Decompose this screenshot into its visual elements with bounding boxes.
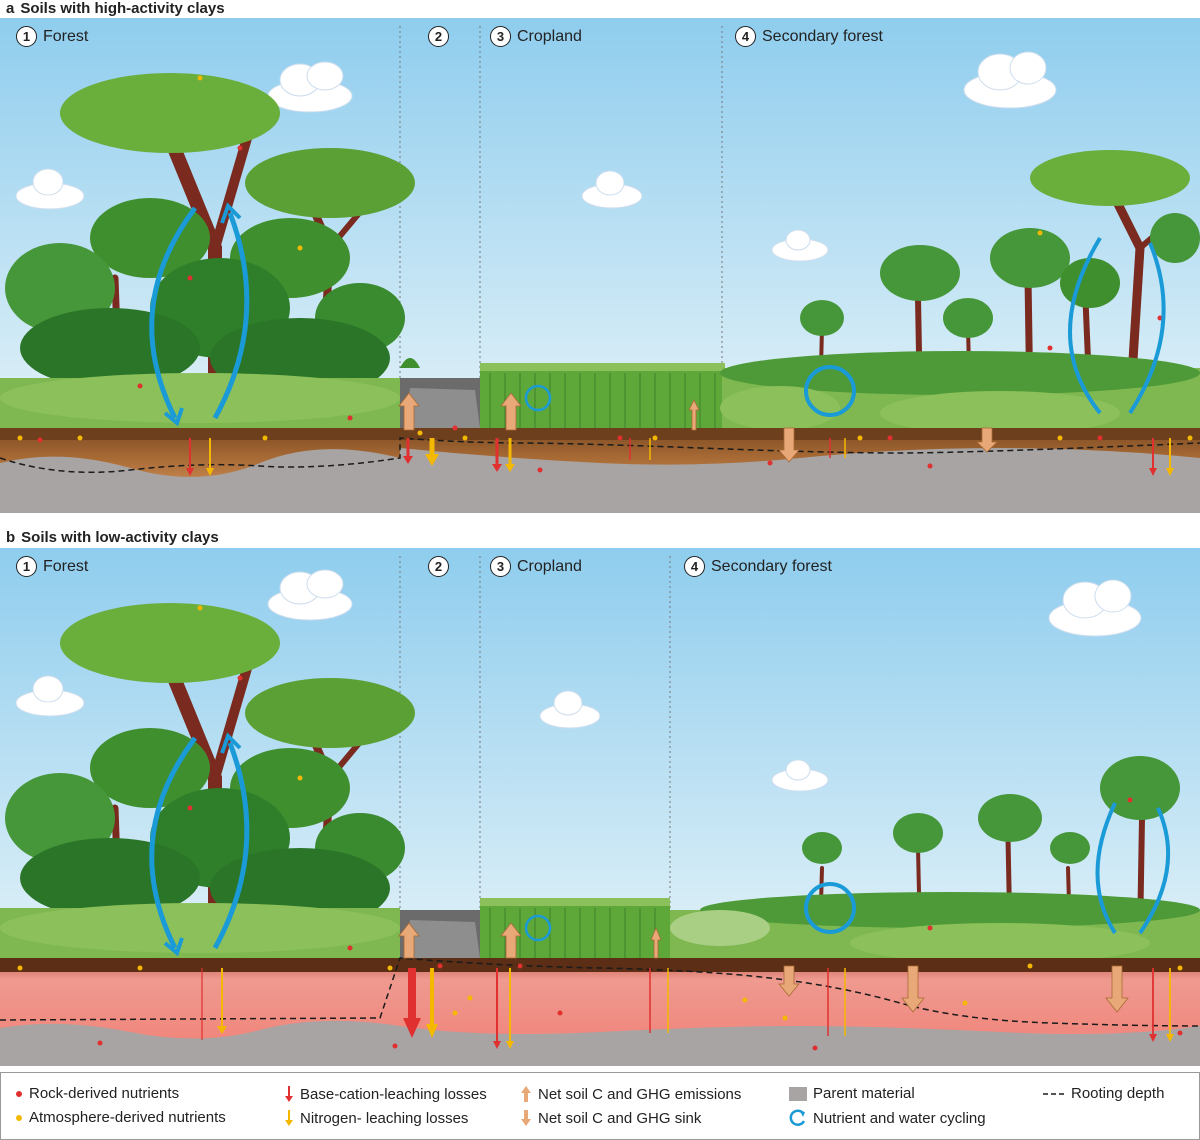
legend: Rock-derived nutrients Atmosphere-derive… [0,1072,1200,1140]
legend-parent-label: Parent material [813,1085,915,1102]
legend-atmosphere: Atmosphere-derived nutrients [15,1109,226,1126]
stage-number: 1 [16,556,37,577]
atm-dot-icon [16,1114,22,1121]
cycling-arrows-forest [149,202,250,427]
legend-emissions: Net soil C and GHG emissions [520,1085,741,1103]
red-down-arrow-icon [285,1086,293,1102]
rock-nutrient-dots [97,675,1183,1051]
cloud [267,569,353,621]
legend-parent: Parent material [789,1085,915,1102]
legend-nitrogen: Nitrogen- leaching losses [284,1109,468,1127]
panel-b-scene [0,548,1200,1066]
panel-a-letter: a [6,0,15,17]
stage-secondary-forest: 4 Secondary forest [735,26,883,47]
legend-emissions-label: Net soil C and GHG emissions [538,1085,742,1103]
panel-a-title: a Soils with high-activity clays [6,0,225,17]
cloud [15,168,85,210]
emission-arrows [398,392,998,463]
cloud [1048,579,1142,637]
sink-down-arrow-icon [521,1110,531,1126]
legend-rooting: Rooting depth [1043,1085,1164,1102]
stage-label: Cropland [517,27,582,45]
atm-nutrient-dots [17,605,1183,1021]
topsoil [0,428,1200,440]
stage-forest: 1 Forest [16,26,88,47]
stage-number: 1 [16,26,37,47]
burned-clearing [400,358,490,438]
parent-material [0,448,1200,513]
stage-label: Secondary forest [762,27,883,45]
emission-arrows [398,922,1129,1013]
rooting-depth-line [0,957,1200,1027]
cloud [539,690,601,729]
panel-b-heading: Soils with low-activity clays [21,529,219,546]
legend-nitrogen-label: Nitrogen- leaching losses [300,1109,469,1127]
cloud [15,675,85,717]
stage-number: 2 [428,26,449,47]
panel-a-heading: Soils with high-activity clays [20,0,225,17]
leaching-arrows [201,968,1174,1049]
stage-clearing: 2 [428,26,449,47]
topsoil [0,958,1200,972]
cloud [771,759,829,792]
panel-b: 1 Forest 2 3 Cropland 4 Secondary forest [0,548,1200,1066]
stage-cropland: 3 Cropland [490,26,582,47]
stage-number: 3 [490,556,511,577]
atm-nutrient-dots [17,75,1193,441]
cycling-icon [789,1109,806,1126]
stage-number: 4 [684,556,705,577]
panel-b-letter: b [6,529,16,546]
legend-cycling: Nutrient and water cycling [789,1109,986,1127]
parent-material-swatch-icon [789,1086,807,1101]
panel-a: 1 Forest 2 3 Cropland 4 Secondary forest [0,18,1200,513]
cloud [963,51,1057,109]
leaching-arrows [186,438,1174,476]
burned-clearing [400,910,490,968]
cycling-arrows-forest [149,732,250,957]
legend-rock-label: Rock-derived nutrients [29,1085,180,1102]
legend-rock: Rock-derived nutrients [15,1085,179,1102]
legend-sink: Net soil C and GHG sink [520,1109,701,1127]
stage-label: Forest [43,557,89,575]
dashed-line-icon [1043,1092,1065,1095]
stage-label: Cropland [517,557,582,575]
panel-b-title: b Soils with low-activity clays [6,529,219,546]
emission-up-arrow-icon [521,1086,531,1102]
cloud [771,229,829,262]
cloud [267,61,353,113]
cloud [581,170,643,209]
stage-number: 2 [428,556,449,577]
stage-cropland: 3 Cropland [490,556,582,577]
cropland [480,363,740,438]
secondary-forest-canopy [720,150,1200,438]
stage-secondary-forest: 4 Secondary forest [684,556,832,577]
legend-rooting-label: Rooting depth [1071,1085,1165,1102]
stage-number: 4 [735,26,756,47]
cycling-arrows-secondary [524,802,1170,942]
rock-nutrient-dots [37,145,1163,473]
legend-base-cation-label: Base-cation-leaching losses [300,1085,487,1103]
stage-clearing: 2 [428,556,449,577]
legend-base-cation: Base-cation-leaching losses [284,1085,487,1103]
parent-material [0,1020,1200,1066]
panel-a-scene [0,18,1200,513]
legend-atmosphere-label: Atmosphere-derived nutrients [29,1109,226,1126]
stage-number: 3 [490,26,511,47]
stage-label: Forest [43,27,89,45]
stage-forest: 1 Forest [16,556,88,577]
cycling-arrows-secondary [524,236,1166,417]
stage-label: Secondary forest [711,557,832,575]
legend-sink-label: Net soil C and GHG sink [538,1109,702,1127]
rock-dot-icon [16,1090,22,1097]
legend-cycling-label: Nutrient and water cycling [813,1109,986,1127]
yellow-down-arrow-icon [285,1110,293,1126]
